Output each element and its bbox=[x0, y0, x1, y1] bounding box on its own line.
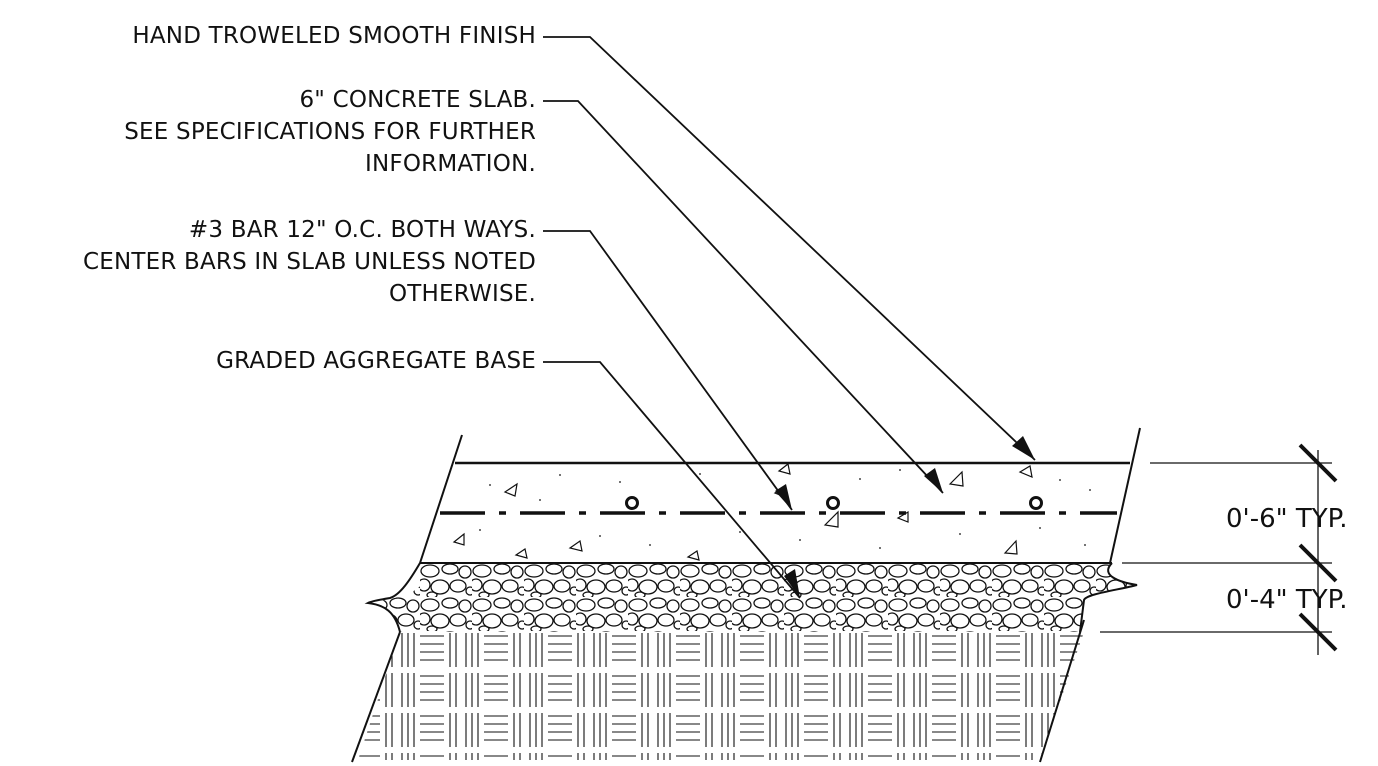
aggregate-base bbox=[364, 562, 1138, 633]
dimension-tick-top bbox=[1298, 443, 1338, 483]
subgrade-earth bbox=[351, 619, 1085, 763]
dimension-slab-thickness: 0'-6" TYP. bbox=[1226, 504, 1348, 534]
leader-finish bbox=[543, 36, 1036, 461]
callout-base-line-1: GRADED AGGREGATE BASE bbox=[216, 348, 536, 374]
leader-arrowheads bbox=[775, 436, 1035, 598]
callout-rebar: #3 BAR 12" O.C. BOTH WAYS. CENTER BARS I… bbox=[83, 214, 536, 310]
callout-finish-line-1: HAND TROWELED SMOOTH FINISH bbox=[132, 23, 536, 49]
callout-slab-line-1: 6" CONCRETE SLAB. bbox=[299, 87, 536, 113]
callout-concrete-slab: 6" CONCRETE SLAB. SEE SPECIFICATIONS FOR… bbox=[124, 84, 536, 180]
leader-base bbox=[543, 361, 801, 599]
concrete-sand-dots bbox=[479, 469, 1091, 549]
slab-left-break-line bbox=[419, 434, 463, 564]
leader-slab bbox=[543, 100, 944, 494]
rebar-section-3 bbox=[1029, 496, 1043, 510]
earth-right-break-line bbox=[1039, 619, 1085, 763]
callout-slab-line-3: INFORMATION. bbox=[365, 151, 536, 177]
dimension-base-thickness: 0'-4" TYP. bbox=[1226, 585, 1348, 615]
callout-rebar-line-1: #3 BAR 12" O.C. BOTH WAYS. bbox=[188, 217, 536, 243]
callout-rebar-line-2: CENTER BARS IN SLAB UNLESS NOTED bbox=[82, 249, 536, 275]
callout-slab-line-2: SEE SPECIFICATIONS FOR FURTHER bbox=[124, 119, 536, 145]
concrete-slab bbox=[419, 427, 1141, 564]
leader-lines bbox=[543, 36, 1036, 599]
slab-right-break-line bbox=[1109, 427, 1141, 564]
callout-aggregate-base: GRADED AGGREGATE BASE bbox=[216, 345, 536, 377]
dimension-tick-mid bbox=[1298, 543, 1338, 583]
dimension-lines bbox=[1100, 443, 1338, 655]
dimension-tick-bottom bbox=[1298, 612, 1338, 652]
earth-left-break-line bbox=[351, 631, 401, 763]
callout-rebar-line-3: OTHERWISE. bbox=[389, 281, 536, 307]
rebar-section-2 bbox=[826, 496, 840, 510]
rebar-section-1 bbox=[625, 496, 639, 510]
callout-finish: HAND TROWELED SMOOTH FINISH bbox=[132, 20, 536, 52]
leader-rebar bbox=[543, 230, 793, 511]
